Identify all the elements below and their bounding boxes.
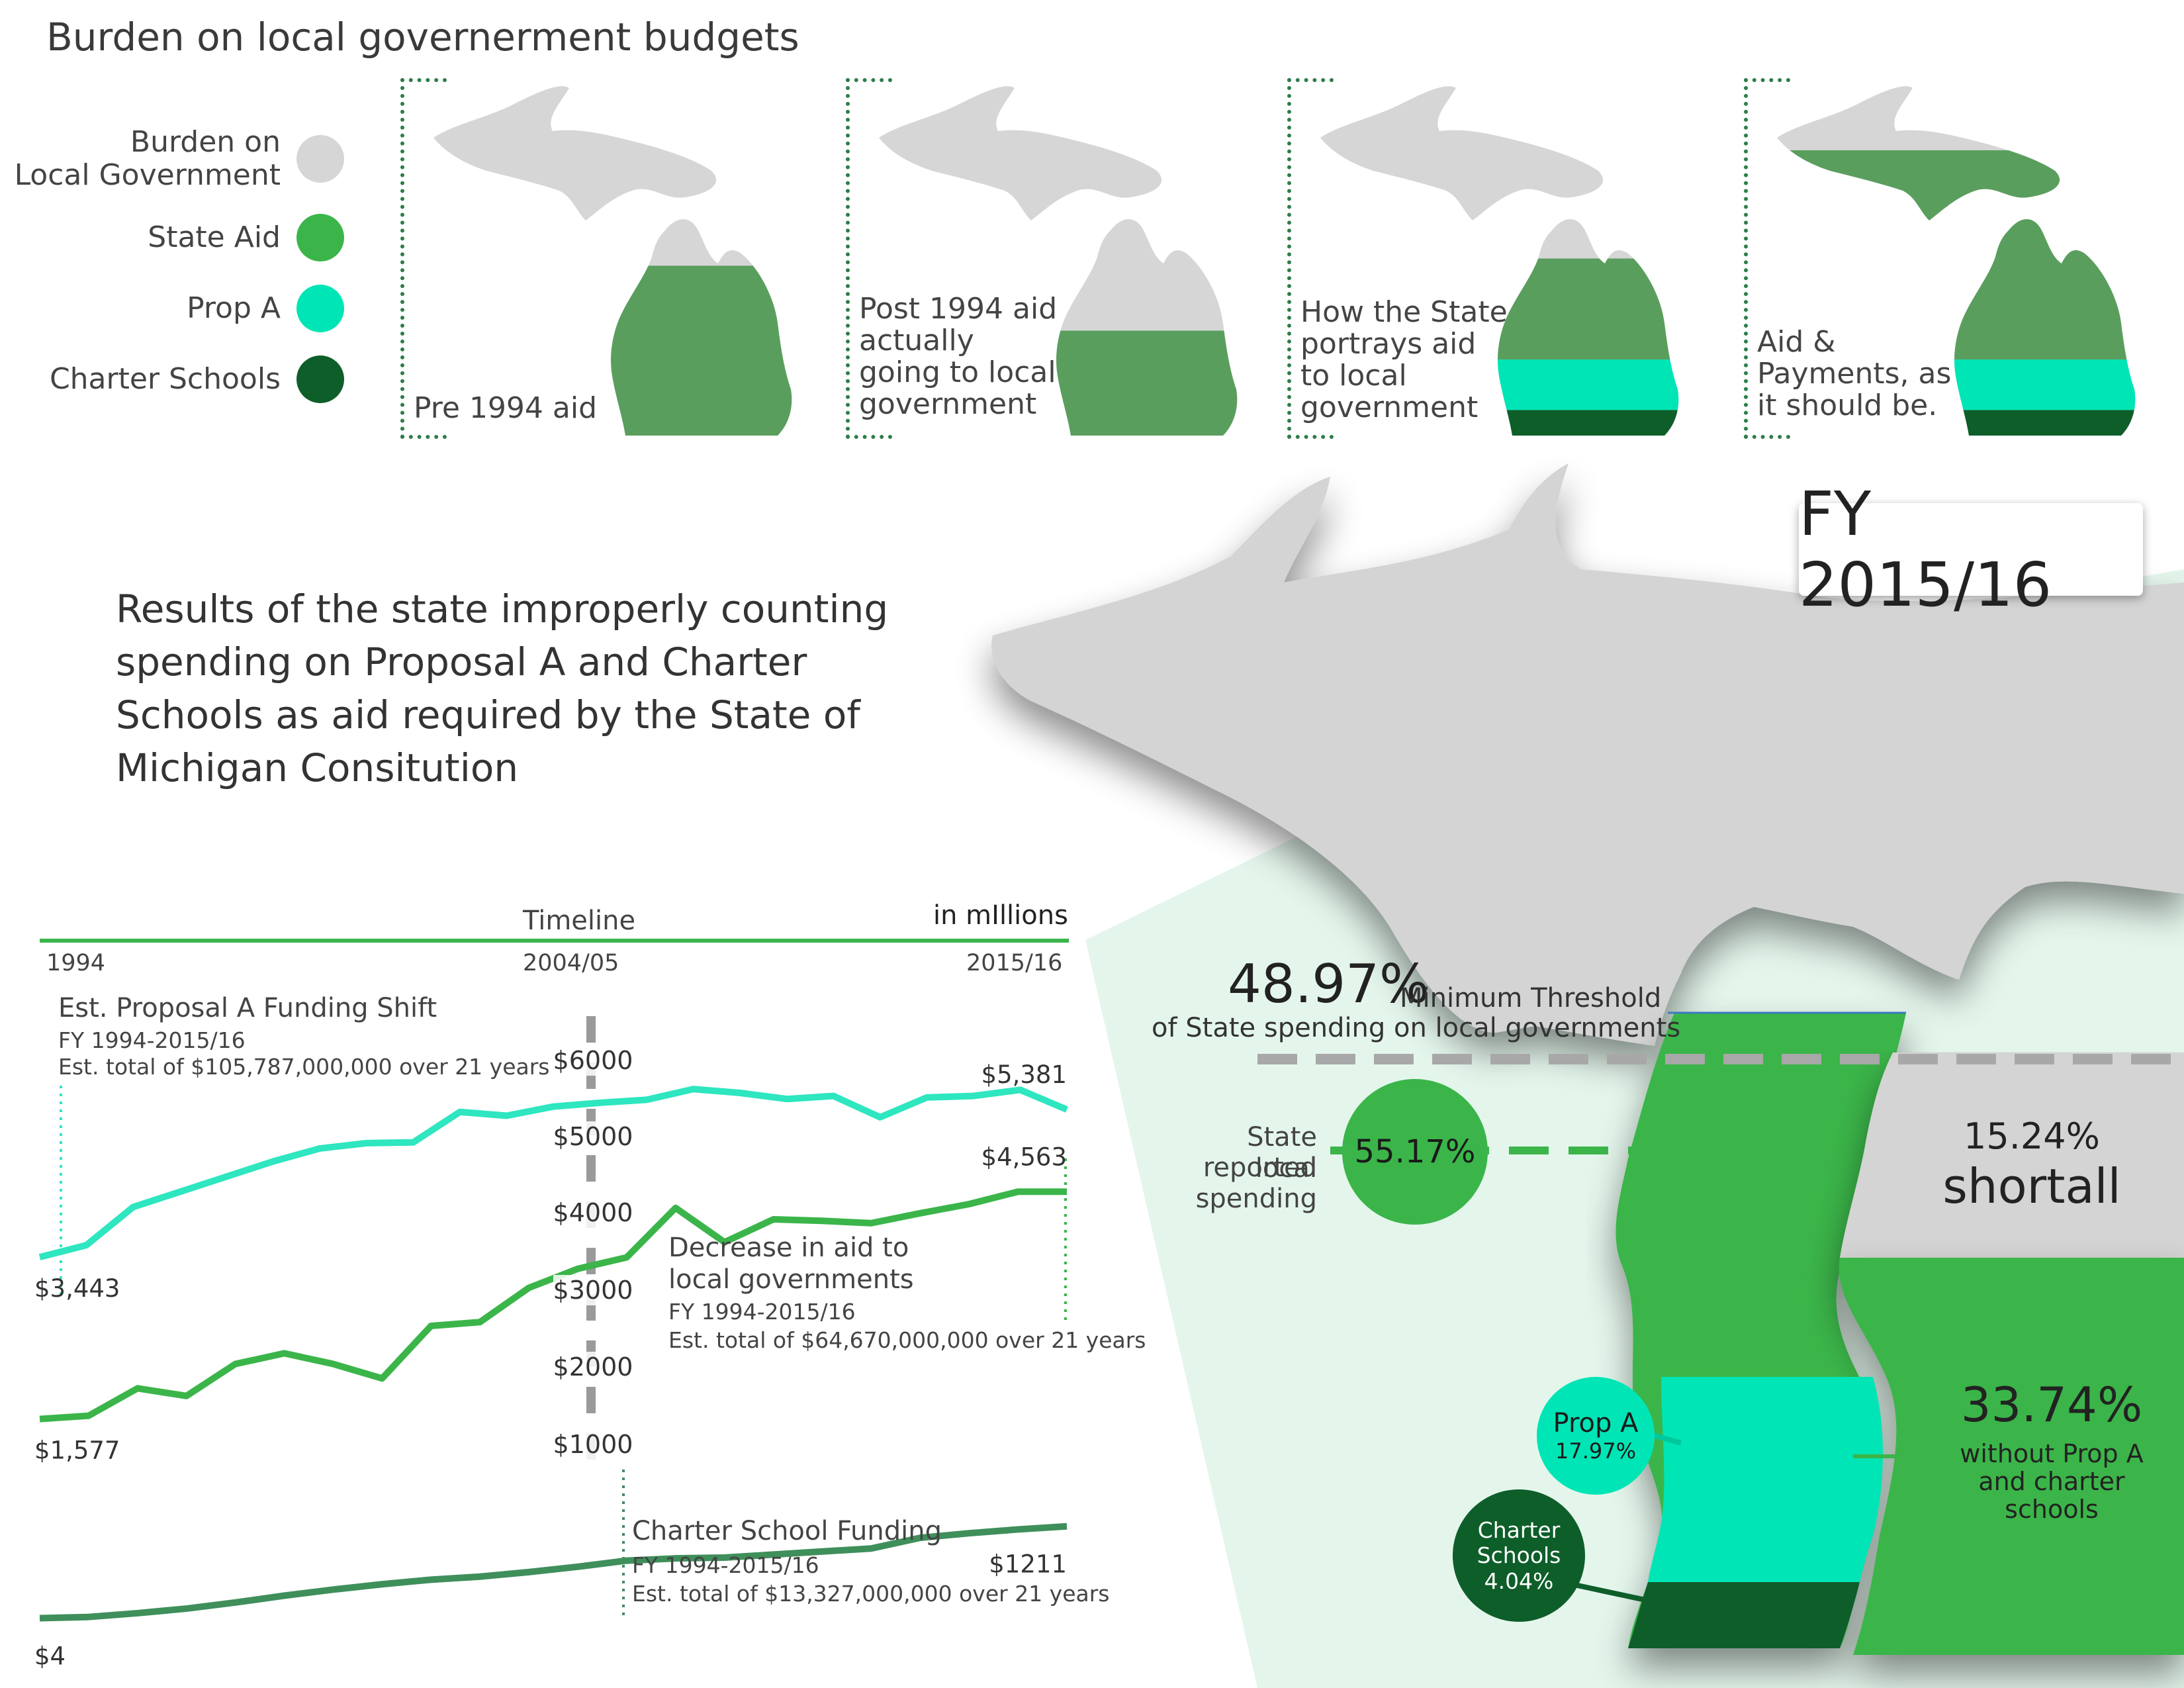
panel-should-be: Aid & Payments, as it should be. [1744,78,2141,439]
legend-label: State Aid [148,220,281,254]
y-tick-bg [553,1121,634,1152]
y-tick-bg [553,1352,634,1382]
charter-band [1628,1582,1860,1648]
legend-swatch [296,285,344,332]
proposal-a-note-line3: Est. total of $105,787,000,000 over 21 y… [58,1054,550,1080]
reported-label-line1: State reported [1203,1122,1317,1183]
series-start-label: $1,577 [34,1436,120,1465]
reported-bubble: 55.17% [1342,1079,1488,1225]
panel-bracket [1287,78,1357,439]
michigan-mini-map [1777,86,2136,436]
prop-a-label: Prop A [1553,1408,1639,1438]
panel-bracket [846,78,916,439]
timeline-units: in mIllions [933,900,1068,931]
legend-item-charter: Charter Schools [50,355,344,403]
page-title: Burden on local governerment budgets [46,15,799,60]
panel-state-portrays: How the State portrays aid to local gove… [1287,78,1684,439]
timeline-start: 1994 [46,950,106,976]
charter-note-line2: FY 1994-2015/16 [632,1552,819,1578]
reported-pct: 55.17% [1354,1133,1476,1170]
shortfall-word: shortall [1942,1158,2121,1214]
panel-bracket [400,78,471,439]
without-pct: 33.74% [1960,1377,2143,1432]
proposal-a-note-title: Est. Proposal A Funding Shift [58,993,437,1023]
charter-note-line3: Est. total of $13,327,000,000 over 21 ye… [632,1581,1110,1607]
lower-peninsula-without [1839,1258,2184,1655]
y-tick-bg [553,1275,634,1305]
series-end-label: $1211 [989,1550,1067,1579]
series-end-label: $5,381 [981,1060,1067,1089]
y-tick-label: $2000 [553,1352,633,1382]
decrease-note-line3: Est. total of $64,670,000,000 over 21 ye… [668,1327,1146,1353]
decrease-note-line2: FY 1994-2015/16 [668,1299,856,1325]
y-tick-label: $1000 [553,1430,633,1459]
reported-label-line2: local spending [1195,1153,1317,1214]
panel-pre-1994: Pre 1994 aid [400,78,797,439]
panel-caption: Pre 1994 aid [414,391,598,425]
charter-bubble: Charter Schools 4.04% [1453,1489,1585,1622]
decrease-note-title1: Decrease in aid to [668,1233,909,1263]
y-tick-bg [553,1045,634,1076]
series-end-label: $4,563 [981,1143,1067,1171]
series-line-2 [39,1523,1068,1622]
michigan-mini-map [1320,86,1679,436]
y-tick-bg [553,1429,634,1460]
timeline-rule [40,939,1069,943]
legend-item-state-aid: State Aid [148,214,344,261]
charter-note-title: Charter School Funding [632,1516,942,1546]
shortfall-pct: 15.24% [1964,1115,2100,1157]
legend: Burden on Local Government State Aid Pro… [0,119,344,417]
timeline-mid: 2004/05 [523,950,619,976]
y-tick-label: $6000 [553,1046,633,1075]
timeline-end: 2015/16 [966,950,1063,976]
without-label: without Prop A and charter schools [1960,1439,2144,1524]
prop-a-band [1648,1377,1883,1582]
legend-label: Burden on Local Government [14,125,281,192]
y-tick-label: $3000 [553,1276,633,1305]
series-start-label: $3,443 [34,1274,120,1303]
legend-label: Charter Schools [49,362,281,396]
charter-label: Charter Schools [1477,1517,1561,1568]
panel-caption: How the State portrays aid to local gove… [1300,295,1508,424]
panel-post-1994: Post 1994 aid actually going to local go… [846,78,1243,439]
threshold-label-line1: Minimum Threshold [1400,983,1662,1013]
threshold-label-line2: of State spending on local governments [1152,1013,1681,1043]
michigan-mini-map [879,86,1238,436]
y-tick-bg [553,1197,634,1228]
legend-swatch [296,135,344,183]
legend-item-prop-a: Prop A [187,285,344,332]
legend-swatch [296,355,344,403]
charter-pct: 4.04% [1484,1568,1554,1594]
decrease-note-title2: local governments [668,1264,914,1295]
series-start-label: $4 [34,1642,66,1671]
legend-item-burden: Burden on Local Government [15,126,344,192]
results-text: Results of the state improperly counting… [116,586,889,790]
y-tick-label: $4000 [553,1198,633,1227]
michigan-mini-map [433,86,792,436]
y-tick-label: $5000 [553,1122,633,1151]
timeline-header: Timeline [523,906,636,936]
panel-caption: Post 1994 aid actually going to local go… [859,292,1058,421]
prop-a-bubble: Prop A 17.97% [1537,1377,1655,1495]
panel-caption: Aid & Payments, as it should be. [1757,325,1952,422]
threshold-pct: 48.97% [1228,953,1430,1015]
legend-label: Prop A [187,291,281,325]
proposal-a-note-line2: FY 1994-2015/16 [58,1027,246,1053]
prop-a-pct: 17.97% [1555,1438,1636,1464]
panel-bracket [1744,78,1814,439]
lower-peninsula-shortfall [1840,1053,2184,1258]
legend-swatch [296,214,344,261]
upper-peninsula [991,463,2184,1046]
series-line-0 [38,1086,1068,1260]
